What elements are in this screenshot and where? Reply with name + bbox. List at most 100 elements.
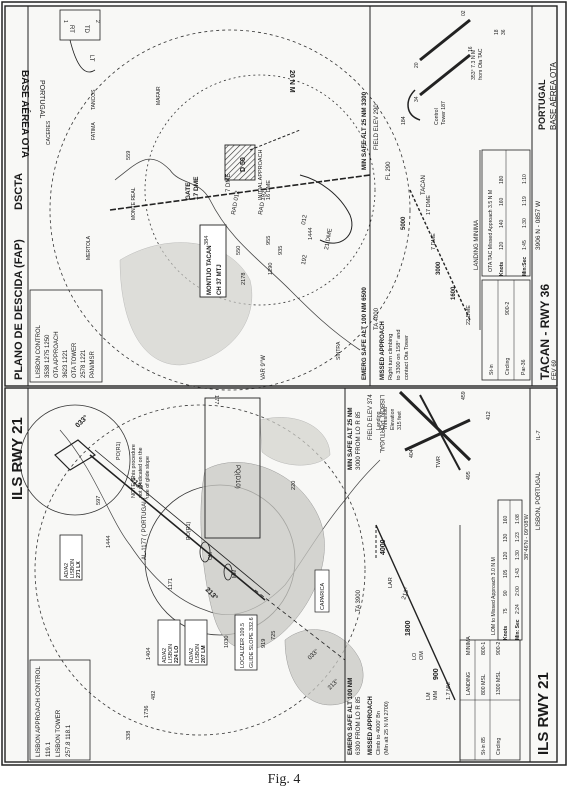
spot-elevation: 597	[96, 496, 102, 505]
comm-line: LISBON CONTROL	[36, 324, 42, 378]
speed-time-cell: 1:10	[522, 174, 528, 184]
speed-knots-cell: 130	[503, 533, 509, 542]
airport-note: Control	[434, 108, 440, 125]
right-bottom-name-1: PORTUGAL	[537, 79, 547, 130]
place-name: FATIMA	[91, 122, 97, 140]
left-airport-diagram: Landing Threshold Elevation 315 feet TWR…	[376, 390, 492, 480]
speed-row-label: Min:Sec	[522, 257, 528, 276]
right-top-name-1: BASE AÉREA OTA	[19, 70, 32, 158]
spot-elevation: 955	[266, 236, 272, 245]
right-comm-lines: LISBON CONTROL 3538 1275 1250 OTA APPROA…	[36, 324, 96, 378]
right-fl: FL 290	[386, 161, 392, 180]
runway-label: 16	[468, 46, 474, 52]
left-profile-glide	[375, 524, 456, 701]
left-emerg-safe-alt: EMERG SAFE ALT 100 NM	[347, 678, 354, 755]
runway-label: 34	[414, 96, 420, 102]
speed-knots-cell: 160	[503, 515, 509, 524]
right-missed-approach: contact Ota Tower	[404, 335, 410, 380]
marker-label: MM	[232, 570, 238, 578]
landing-threshold: Elevation	[390, 409, 396, 430]
profile-dme: 22 DME	[466, 305, 472, 325]
sketch-label: 1	[62, 20, 68, 23]
fix-label: AD/A2	[64, 563, 70, 578]
left-bottom-location: LISBON, PORTUGAL	[536, 471, 542, 530]
glide-slope-freq: GLIDE SLOPE 332.6	[249, 617, 255, 668]
caparica-box	[314, 569, 330, 613]
left-emerg-safe-alt-2: 6300 FROM LO R 85	[355, 696, 362, 755]
minima-cell: 1300 MSL	[496, 671, 502, 695]
right-missed-approach: Right turn climbing	[388, 334, 394, 380]
ils-range-circle-outer	[34, 404, 366, 736]
fix-label: 207 LM	[201, 645, 207, 663]
spot-elevation: 177	[213, 395, 219, 404]
profile-altitude: 1800	[405, 620, 412, 636]
right-chart-ident: DSCTA	[13, 173, 25, 210]
marker-beacons: OM MM	[199, 541, 238, 581]
left-title-top: ILS RWY 21	[9, 417, 26, 500]
right-bottom-name-2: BASE AÉREA OTA	[549, 61, 558, 130]
speed-time-cell: 2:24	[515, 604, 521, 614]
radial-label: RAD 192	[258, 190, 268, 216]
spot-elevation: 1404	[146, 648, 152, 660]
place-name: MONTE REAL	[131, 187, 137, 220]
profile-dme: 7 DME	[431, 233, 437, 250]
left-coordinates: 38°46'N - 09°08'W	[524, 513, 530, 560]
fix-label: LISBON	[195, 644, 201, 663]
speed-knots-cell: 140	[499, 219, 505, 228]
spot-elevation: 1444	[308, 228, 314, 240]
right-date: FEV 69	[552, 359, 558, 380]
minima-cell: LANDING	[466, 672, 472, 695]
fix-label: LISBON	[168, 644, 174, 663]
minima-cell: Par-36	[521, 359, 527, 375]
left-page-id: IL-7	[536, 430, 542, 440]
right-approach-course	[109, 174, 371, 211]
terrain-stipple	[200, 462, 325, 650]
place-name: CACERES	[46, 120, 52, 145]
left-missed-approach: (Min alt 25 N M 2700)	[384, 701, 390, 755]
spot-elevation: 1736	[144, 706, 150, 718]
runway-label: 36	[501, 29, 507, 35]
profile-altitude: 5000	[401, 216, 407, 230]
procedure-note: not predicated on the	[138, 447, 144, 498]
marker-label: OM	[208, 552, 214, 560]
variation-label: VAR 9°W	[261, 355, 267, 380]
minima-cell: 900-2	[505, 302, 511, 315]
comm-line: OTA APPROACH	[54, 331, 60, 378]
comm-line: LISBON APPROACH CONTROL	[35, 666, 42, 757]
left-min-safe-alt-2: 3000 FROM LO R 85	[355, 411, 362, 470]
speed-time-cell: 1:30	[522, 218, 528, 228]
left-chart: ILS RWY 21 LISBON, PORTUGAL AL-1177 ( PO…	[4, 387, 558, 763]
right-ta: TA 4000	[374, 307, 380, 330]
comm-line: PAN/MSR	[90, 350, 96, 378]
runway-label: 02	[461, 10, 467, 16]
minima-cell: 800-1	[481, 642, 487, 655]
right-initial-approach	[249, 129, 301, 151]
gate-dme: 17 DME	[193, 176, 200, 200]
speed-knots-cell: 105	[503, 569, 509, 578]
procedure-turn	[54, 439, 97, 471]
fix-label: PO(R1)	[116, 442, 122, 460]
landing-minima-header: LANDING MINIMA	[474, 220, 480, 270]
dme-16: 16 DME	[266, 180, 272, 200]
comm-line: LISBON TOWER	[55, 709, 62, 757]
ils-circle-top	[19, 404, 131, 516]
right-field-elev: FIELD ELEV 290	[374, 104, 380, 150]
place-name: SINTRA	[336, 341, 342, 360]
range-label: 20 N M	[288, 70, 295, 93]
right-min-safe-alt: MIN SAFE ALT 25 NM 3300	[361, 91, 368, 170]
spot-elevation: 1171	[168, 578, 174, 590]
outer-marker-icon	[199, 541, 211, 563]
profile-dme: 17 DME	[426, 195, 432, 215]
left-ta: TA 3900	[356, 589, 362, 612]
fix-box-lx	[59, 534, 83, 581]
airport-label: 459	[461, 391, 467, 400]
profile-marker: LO	[412, 652, 418, 660]
final-approach-course	[89, 454, 266, 601]
terrain-stipple-3	[259, 417, 331, 466]
profile-distance: 1.7 NM	[446, 682, 452, 700]
minima-cell: St-in 85	[481, 737, 487, 755]
course-to-pq	[254, 589, 346, 661]
speed-knots-cell: 90	[503, 590, 509, 596]
terrain-stipple-2	[284, 629, 364, 706]
